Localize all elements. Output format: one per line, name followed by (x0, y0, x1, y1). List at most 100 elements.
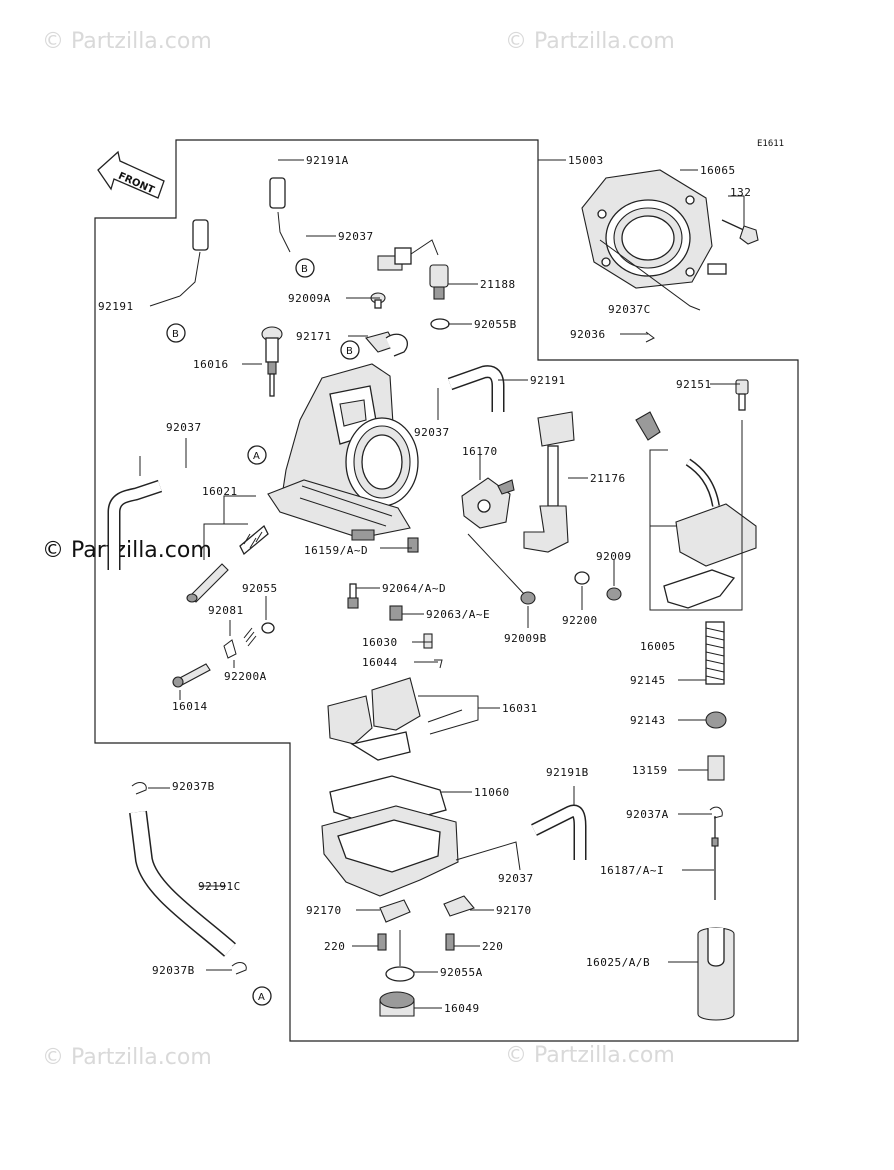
label-92145: 92145 (630, 674, 666, 687)
front-arrow-icon: FRONT (97, 150, 165, 199)
svg-text:B: B (172, 329, 179, 340)
svg-text:B: B (346, 346, 353, 357)
screw-16016-icon (261, 326, 283, 397)
label-21188: 21188 (480, 278, 516, 291)
svg-text:A: A (253, 451, 260, 462)
bolt-132-icon (721, 219, 759, 245)
ref-tag-b-3: B (340, 340, 360, 360)
label-16021: 16021 (202, 485, 238, 498)
label-92171: 92171 (296, 330, 332, 343)
clip-92036-icon (645, 331, 655, 343)
label-92191-right: 92191 (530, 374, 566, 387)
diagram-reference-code: E1611 (757, 139, 784, 149)
screw-92009b-icon (467, 533, 536, 605)
ref-tag-a-1: A (247, 445, 267, 465)
spring-92145-icon (705, 621, 725, 685)
plug-92143-icon (705, 711, 727, 729)
holder-13159-icon (707, 755, 725, 781)
washer-92200a-icon (223, 639, 237, 659)
ref-tag-a-2: A (252, 986, 272, 1006)
oring-92055a-icon (385, 966, 415, 982)
bolt-220-right-icon (445, 933, 455, 951)
label-92191a: 92191A (306, 154, 349, 167)
screw-92009-icon (606, 587, 622, 601)
cap-16005-icon (635, 411, 757, 609)
jet-16159-icon (407, 537, 419, 553)
label-21176: 21176 (590, 472, 626, 485)
leader-lines (139, 159, 745, 1009)
watermark-bottom-right: © Partzilla.com (505, 1043, 675, 1068)
ref-tag-b-1: B (295, 258, 315, 278)
needle-16030-icon (423, 633, 433, 649)
part-labels: 92191A 92037 15003 16065 132 21188 92009… (98, 154, 751, 1015)
hose-92191c-icon (129, 810, 236, 957)
float-16031-icon (327, 677, 463, 761)
label-220-right: 220 (482, 940, 503, 953)
clip-92037b-top-icon (131, 782, 147, 795)
oring-92055b-icon (430, 318, 450, 330)
spring-92081-icon (243, 627, 257, 647)
label-16030: 16030 (362, 636, 398, 649)
watermark-bottom-left: © Partzilla.com (42, 1045, 212, 1070)
screw-16021-icon (186, 563, 229, 603)
label-92009a: 92009A (288, 292, 331, 305)
needle-16187-icon (711, 816, 719, 900)
label-92081: 92081 (208, 604, 244, 617)
label-16031: 16031 (502, 702, 538, 715)
label-13159: 13159 (632, 764, 668, 777)
sensor-21176-icon (523, 411, 575, 553)
bracket-92170-right-icon (443, 895, 475, 917)
label-92143: 92143 (630, 714, 666, 727)
intake-manifold-16065-icon (581, 169, 713, 289)
clamp-92037c-icon (688, 263, 756, 347)
bracket-92170-left-icon (379, 899, 411, 923)
watermark-middle-left: © Partzilla.com (42, 538, 212, 563)
label-15003: 15003 (568, 154, 604, 167)
label-92191b: 92191B (546, 766, 589, 779)
label-16016: 16016 (193, 358, 229, 371)
label-92037a: 92037A (626, 808, 669, 821)
washer-92200-icon (574, 571, 590, 585)
svg-text:B: B (301, 264, 308, 275)
label-16014: 16014 (172, 700, 208, 713)
label-92151: 92151 (676, 378, 712, 391)
label-92037-e: 92037 (498, 872, 534, 885)
jet-92064-icon (347, 583, 359, 609)
sensor-21188-icon (377, 239, 449, 300)
label-92055: 92055 (242, 582, 278, 595)
screw-16014-icon (172, 663, 211, 688)
label-16159: 16159/A~D (304, 544, 368, 557)
label-92037-d: 92037 (414, 426, 450, 439)
label-16044: 16044 (362, 656, 398, 669)
label-132: 132 (730, 186, 751, 199)
bolt-220-left-icon (377, 933, 387, 951)
label-92191c: 92191C (198, 880, 241, 893)
label-92170-right: 92170 (496, 904, 532, 917)
label-16025: 16025/A/B (586, 956, 650, 969)
hose-92191-right-icon (447, 365, 505, 412)
hose-92191b-icon (531, 804, 587, 860)
label-92037b-bottom: 92037B (152, 964, 195, 977)
label-92055b: 92055B (474, 318, 517, 331)
label-16005: 16005 (640, 640, 676, 653)
watermark-top-left: © Partzilla.com (42, 29, 212, 54)
spring-16021-icon (239, 524, 269, 556)
carburetor-body-icon (267, 363, 419, 541)
label-92064: 92064/A~D (382, 582, 446, 595)
clamp-92171-icon (365, 331, 409, 357)
hose-92191a-icon (179, 146, 291, 297)
label-92037c: 92037C (608, 303, 651, 316)
label-92037-c: 92037 (166, 421, 202, 434)
label-16065: 16065 (700, 164, 736, 177)
ref-tag-b-2: B (166, 323, 186, 343)
label-92055a: 92055A (440, 966, 483, 979)
hose-92191-left-icon (107, 479, 163, 570)
label-16049: 16049 (444, 1002, 480, 1015)
label-220-left: 220 (324, 940, 345, 953)
label-92063: 92063/A~E (426, 608, 490, 621)
sensor-16170-icon (461, 477, 515, 529)
svg-text:A: A (258, 992, 265, 1003)
label-92037-a: 92037 (338, 230, 374, 243)
watermark-top-right: © Partzilla.com (505, 29, 675, 54)
